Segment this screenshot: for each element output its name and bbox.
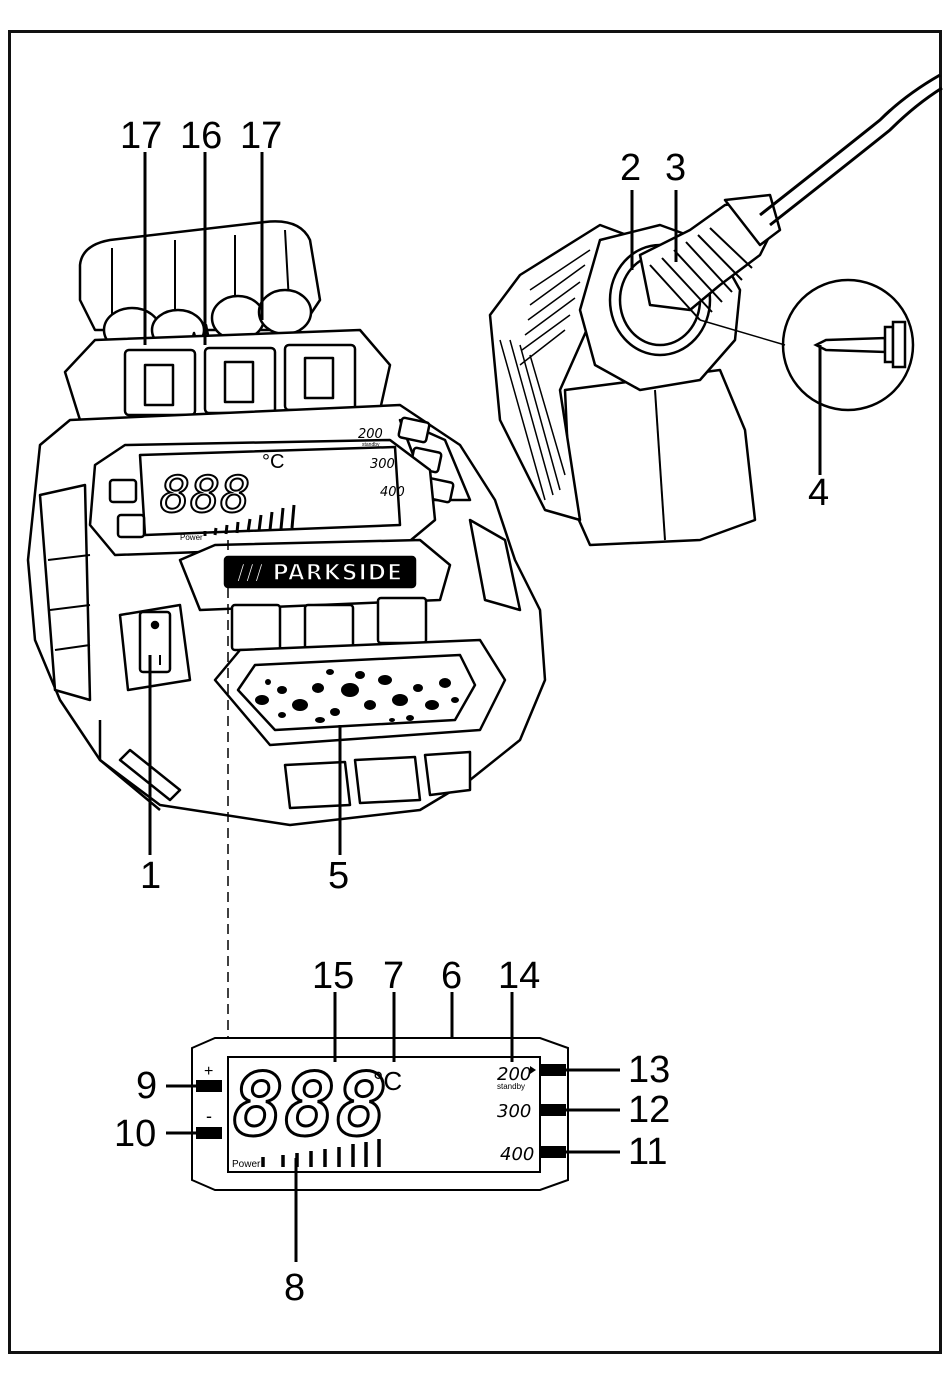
station-lcd-preset-300: 300: [370, 457, 395, 472]
minus-button: [196, 1127, 222, 1139]
callout-11: 11: [628, 1131, 667, 1173]
callout-4: 4: [808, 472, 829, 514]
preset-200-button: [540, 1064, 566, 1076]
callout-7: 7: [383, 955, 404, 997]
callout-5: 5: [328, 855, 349, 897]
preset-300-button: [540, 1104, 566, 1116]
callout-15: 15: [312, 955, 354, 997]
roller-far: [259, 290, 311, 334]
plus-label: +: [204, 1063, 213, 1080]
callout-12: 12: [628, 1089, 670, 1131]
front-button-3: [378, 598, 426, 643]
station-lcd-preset-400: 400: [380, 485, 405, 500]
soldering-station: [28, 221, 545, 825]
plus-button: [196, 1080, 222, 1092]
detail-lcd-standby: standby: [497, 1082, 525, 1091]
minus-label: -: [206, 1106, 212, 1126]
station-lcd-unit: °C: [262, 451, 284, 473]
brand-logo: /// PARKSIDE: [237, 561, 403, 586]
detail-lcd-preset-300: 300: [497, 1101, 531, 1122]
detail-lcd-digits: 888: [232, 1056, 387, 1156]
detail-lcd-power: Power: [232, 1159, 261, 1170]
iron-stand: [490, 75, 942, 545]
callout-8: 8: [284, 1267, 305, 1309]
callout-16: 16: [180, 115, 222, 157]
callout-9: 9: [136, 1065, 157, 1107]
callout-6: 6: [441, 955, 462, 997]
front-button-1: [232, 605, 280, 650]
station-lcd-preset-200: 200: [358, 427, 383, 442]
callout-3: 3: [665, 147, 686, 189]
front-button-2: [305, 605, 353, 650]
callout-17-left: 17: [120, 115, 162, 157]
station-lcd-digits: 888: [160, 466, 250, 524]
callout-2: 2: [620, 147, 641, 189]
callout-17-right: 17: [240, 115, 282, 157]
station-lcd-power: Power: [180, 533, 203, 542]
station-lcd-standby: standby: [362, 442, 380, 448]
soldering-tip: [816, 338, 885, 352]
detail-lcd-preset-400: 400: [500, 1144, 534, 1165]
detail-lcd-unit: °C: [373, 1066, 402, 1096]
callout-14: 14: [498, 955, 540, 997]
preset-400-button: [540, 1146, 566, 1158]
callout-10: 10: [114, 1113, 156, 1155]
callout-13: 13: [628, 1049, 670, 1091]
callout-1: 1: [140, 855, 161, 897]
